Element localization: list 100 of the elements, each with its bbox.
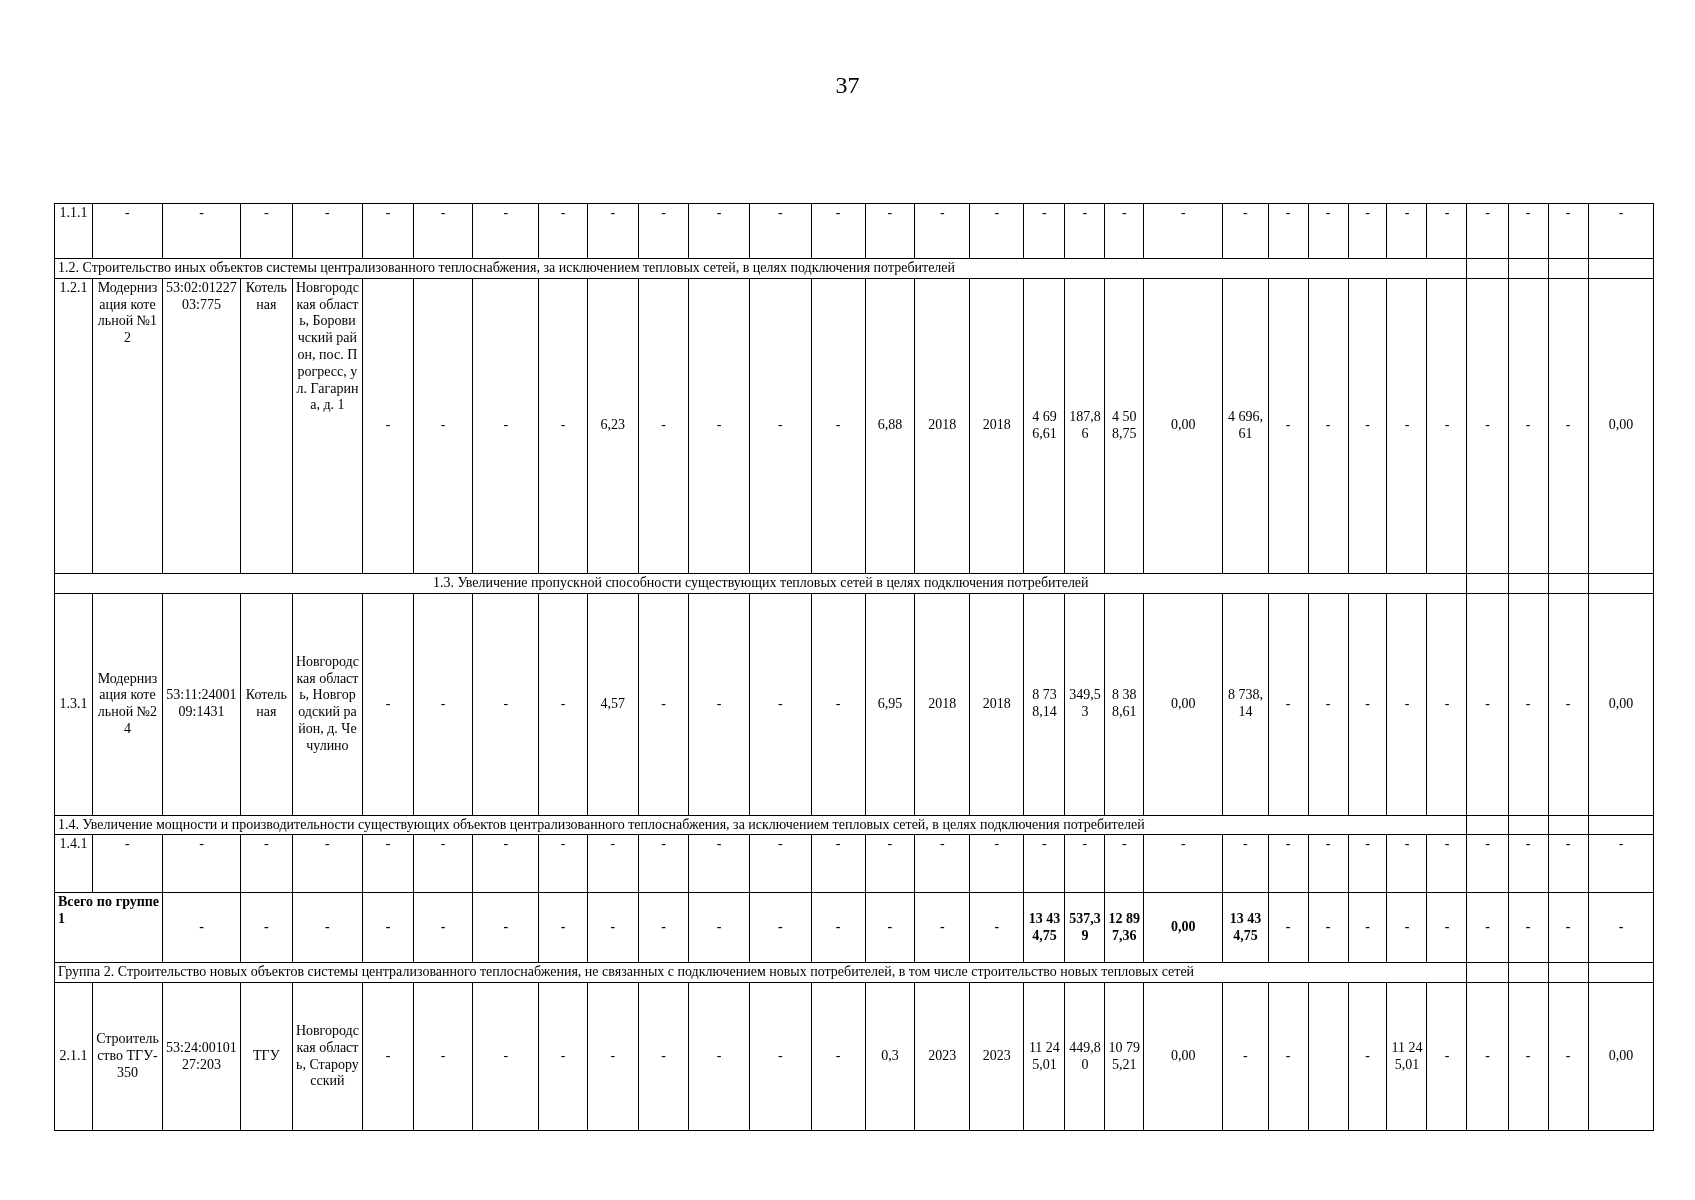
value: - [1387,834,1427,893]
value: - [1427,203,1467,259]
value: - [413,892,473,963]
value: - [472,892,539,963]
value: 0,00 [1143,278,1223,574]
value: - [638,892,689,963]
value: - [1268,834,1309,893]
value: - [1508,982,1549,1131]
value: 13 434,75 [1023,892,1065,963]
value: 11 245,01 [1387,982,1427,1131]
value: 537,39 [1064,892,1105,963]
value: 0,00 [1588,278,1654,574]
value: - [413,203,473,259]
item-number: 2.1.1 [54,982,93,1131]
cadastral-number: 53:24:0010127:203 [162,982,241,1131]
value: - [1508,278,1549,574]
object-name: - [92,834,163,893]
object-type: Котельная [240,593,293,816]
value: - [538,834,588,893]
value: - [1308,892,1349,963]
object-type: - [240,892,293,963]
value: - [1268,892,1309,963]
value: - [362,834,414,893]
value: - [587,834,639,893]
total-label: Всего по группе 1 [54,892,163,963]
value: - [472,834,539,893]
value: 0,00 [1143,982,1223,1131]
value: - [1387,278,1427,574]
value: - [1222,982,1269,1131]
value: - [865,892,915,963]
value: 6,23 [587,278,639,574]
value: - [1467,982,1509,1131]
value: - [865,203,915,259]
value: - [1222,834,1269,893]
value: - [749,834,812,893]
year: 2018 [914,278,970,574]
value: - [688,593,750,816]
value: - [362,593,414,816]
value: 187,86 [1064,278,1105,574]
cadastral-number: 53:11:2400109:1431 [162,593,241,816]
value: - [362,892,414,963]
value: - [1508,834,1549,893]
value: - [811,593,866,816]
value: 6,88 [865,278,915,574]
value: - [1268,982,1309,1131]
year: - [914,203,970,259]
value: - [1308,203,1349,259]
value: - [811,892,866,963]
value: - [688,982,750,1131]
value: - [1548,593,1589,816]
cadastral-number: - [162,834,241,893]
value: - [472,593,539,816]
value: - [1268,203,1309,259]
value: - [1348,203,1387,259]
value: 8 738,14 [1222,593,1269,816]
value: 4 696,61 [1222,278,1269,574]
value: - [362,278,414,574]
address: - [292,892,363,963]
value: - [1143,203,1223,259]
object-type: Котельная [240,278,293,574]
value: - [1548,203,1589,259]
value: - [1348,982,1387,1131]
value: - [1387,203,1427,259]
value: - [1427,892,1467,963]
value: - [688,834,750,893]
value: - [1588,892,1654,963]
cadastral-number: - [162,203,241,259]
object-type: ТГУ [240,982,293,1131]
value: - [1023,203,1065,259]
value: - [538,278,588,574]
value: 8 388,61 [1104,593,1144,816]
value: - [538,892,588,963]
value: 12 897,36 [1104,892,1144,963]
value: - [638,834,689,893]
value: - [1508,593,1549,816]
value: 449,80 [1064,982,1105,1131]
value: - [1508,203,1549,259]
year: - [969,892,1024,963]
year: - [914,834,970,893]
value: - [1308,278,1349,574]
value: - [1548,892,1589,963]
value: - [811,982,866,1131]
address: - [292,834,363,893]
value: 10 795,21 [1104,982,1144,1131]
value: - [1427,278,1467,574]
year: 2023 [914,982,970,1131]
object-name: - [92,203,163,259]
value: - [362,203,414,259]
value: - [1427,834,1467,893]
value: - [587,203,639,259]
value: 0,3 [865,982,915,1131]
value: 0,00 [1588,593,1654,816]
value: 4,57 [587,593,639,816]
value: - [865,834,915,893]
value: - [1064,834,1105,893]
section-heading: 1.4. Увеличение мощности и производительности существующих объектов централизованного теплоснабжения, за исключением тепловых сетей, в целях подключения потребителей [54,815,1467,835]
value: - [538,593,588,816]
value: - [688,203,750,259]
year: 2023 [969,982,1024,1131]
value: - [1348,834,1387,893]
